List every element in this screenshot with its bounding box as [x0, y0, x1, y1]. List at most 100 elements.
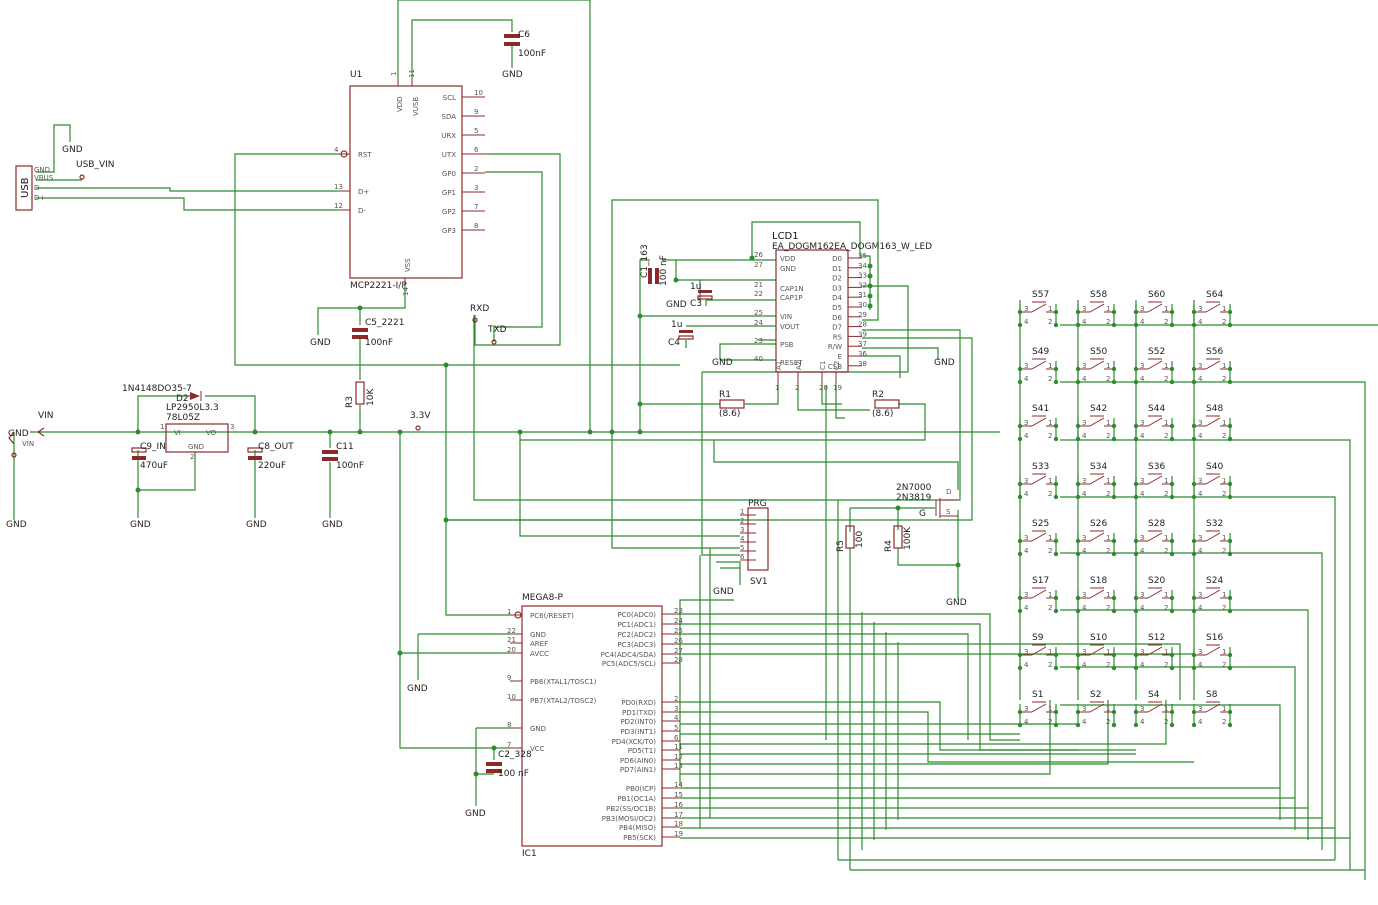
u1-pin-num-6: 6 [474, 146, 479, 154]
keypad-switch-pin-4: 4 [1198, 375, 1203, 383]
net-rxd: RXD [470, 304, 489, 323]
mega-pin-name-7: VCC [530, 745, 545, 753]
usb-pin-vbus: VBUS [34, 174, 54, 182]
keypad-switch-pin-1: 1 [1106, 705, 1110, 713]
cap-c4: 1u C4 [668, 320, 694, 348]
keypad-switch-pin-2: 2 [1106, 318, 1110, 326]
lcd-pin-num-35: 35 [858, 252, 867, 260]
keypad-switch-pin-4: 4 [1140, 547, 1145, 555]
chip-u1: U1 MCP2221-I/P SCL10SDA9URX5UTX6GP02GP13… [334, 69, 485, 296]
lcd-pin-num-26: 26 [754, 251, 763, 259]
keypad-switch-pin-2: 2 [1222, 432, 1226, 440]
lcd-pin-name-20: C1 [819, 361, 827, 370]
keypad-switch-label-S20: S20 [1148, 576, 1165, 586]
mega-pin-num-23: 23 [674, 607, 683, 615]
net-label-gnd-c9: GND [130, 520, 151, 530]
lcd-value: EA_DOGM162EA_DOGM163_W_LED [772, 242, 932, 252]
keypad-switch-pin-2: 2 [1222, 604, 1226, 612]
mega-pin-name-18: PB4(MISO) [619, 824, 656, 832]
lcd-pin-name-35: D0 [832, 255, 842, 263]
keypad-switch-pin-4: 4 [1198, 318, 1203, 326]
mega-pin-name-14: PB0(ICP) [626, 785, 656, 793]
lcd-pin-num-30: 30 [858, 301, 867, 309]
lcd-pin-num-34: 34 [858, 262, 867, 270]
lcd-ref: LCD1 [772, 231, 799, 242]
resistor-r5-ref: R5 [836, 540, 846, 552]
mega-pin-num-11: 11 [674, 743, 683, 751]
net-label-gnd-prg: GND [713, 587, 734, 597]
resistor-r2-ref: R2 [872, 390, 884, 400]
cap-c11-ref: C11 [336, 442, 354, 452]
keypad-switch-pin-4: 4 [1024, 318, 1029, 326]
u1-top-num-0: 1 [390, 72, 398, 76]
keypad-switch-pin-2: 2 [1106, 718, 1110, 726]
keypad-switch-pin-2: 2 [1106, 547, 1110, 555]
mega-pin-name-3: PD1(TXD) [622, 709, 656, 717]
keypad-switch-pin-3: 3 [1082, 591, 1086, 599]
keypad-switch-pin-4: 4 [1140, 318, 1145, 326]
lcd-pin-name-2: A2 [795, 361, 803, 370]
keypad-switch-pin-1: 1 [1048, 591, 1052, 599]
lcd-pin-name-29: D6 [832, 314, 842, 322]
u1-pin-name-6: UTX [442, 151, 456, 159]
chip-ic1-value: MEGA8-P [522, 593, 564, 603]
lcd-pin-num-21: 21 [754, 281, 763, 289]
keypad-switch-pin-2: 2 [1164, 547, 1168, 555]
keypad-switch-pin-2: 2 [1164, 661, 1168, 669]
keypad-switch-label-S4: S4 [1148, 690, 1160, 700]
net-label-vin-rot: VIN [22, 440, 34, 448]
mega-pin-name-20: AVCC [530, 650, 549, 658]
chip-u1-value: MCP2221-I/P [350, 281, 407, 291]
connector-value: PRG [748, 499, 767, 509]
regulator-pin-vi: VI [174, 429, 181, 437]
lcd-pin-name-34: D1 [832, 265, 842, 273]
u1-pin-name-13: D+ [358, 188, 369, 196]
resistor-r3-ref: R3 [345, 396, 355, 408]
net-label-gnd-vin: GND [6, 520, 27, 530]
wires [13, 0, 1378, 880]
lcd-pin-name-1: A1 [775, 361, 783, 370]
lcd-pin-num-40: 40 [754, 355, 763, 363]
lcd-pin-name-22: CAP1P [780, 294, 803, 302]
keypad-switch-label-S42: S42 [1090, 404, 1107, 414]
mega-pin-num-25: 25 [674, 627, 683, 635]
keypad-switch-pin-4: 4 [1198, 432, 1203, 440]
mega-pin-num-5: 5 [674, 724, 678, 732]
keypad-switch-pin-1: 1 [1222, 648, 1226, 656]
cap-c9-ref: C9_IN [140, 442, 166, 452]
mega-pin-num-17: 17 [674, 811, 683, 819]
keypad-switch-label-S33: S33 [1032, 462, 1049, 472]
diode-d2: 1N4148DO35-7 D2 [122, 384, 202, 404]
keypad-switch-label-S17: S17 [1032, 576, 1049, 586]
mega-pin-num-13: 13 [674, 762, 683, 770]
net-usb-vin: USB_VIN [76, 160, 115, 180]
cap-c9: C9_IN 470uF GND [130, 442, 168, 530]
keypad-switch-pin-1: 1 [1222, 419, 1226, 427]
keypad-switch-pin-2: 2 [1222, 490, 1226, 498]
keypad-switch-pin-1: 1 [1164, 419, 1168, 427]
keypad-switch-pin-2: 2 [1048, 604, 1052, 612]
mega-pin-num-2: 2 [674, 695, 678, 703]
mega-pin-num-27: 27 [674, 647, 683, 655]
keypad-switch-pin-2: 2 [1048, 718, 1052, 726]
keypad-switch-pin-1: 1 [1222, 477, 1226, 485]
mega-pin-num-1: 1 [507, 608, 511, 616]
cap-c2-value: 100 nF [498, 769, 529, 779]
u1-pin-name-3: GP1 [442, 189, 456, 197]
mega-pin-num-26: 26 [674, 637, 683, 645]
keypad-switch-pin-3: 3 [1082, 419, 1086, 427]
lcd-pin-num-2: 2 [795, 384, 799, 392]
u1-pin-num-9: 9 [474, 108, 478, 116]
keypad-switch-pin-3: 3 [1082, 305, 1086, 313]
mega-pin-num-16: 16 [674, 801, 683, 809]
keypad-switch-label-S10: S10 [1090, 633, 1107, 643]
net-label-usb-vin: USB_VIN [76, 160, 115, 170]
